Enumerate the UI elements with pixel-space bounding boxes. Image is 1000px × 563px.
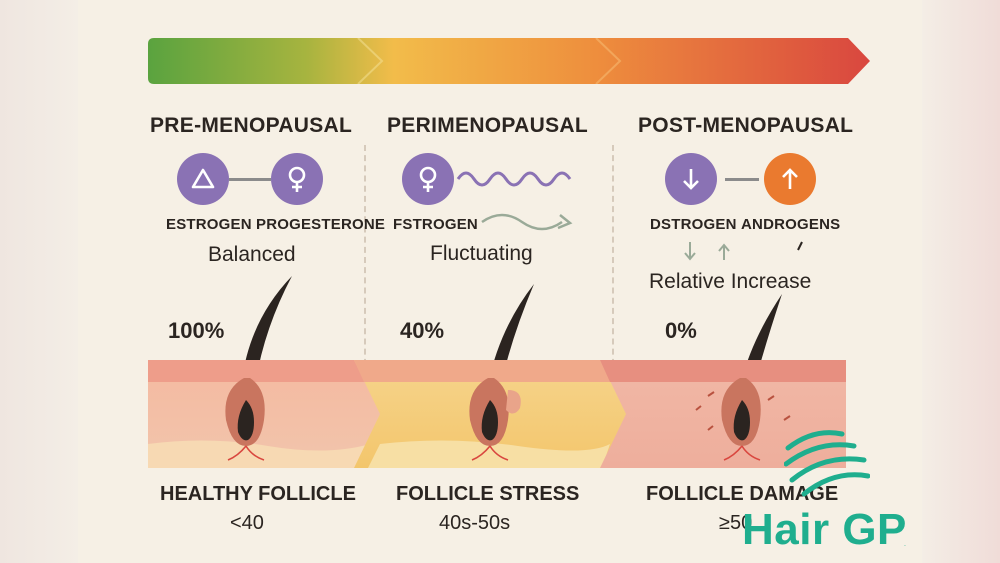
infographic-card xyxy=(78,0,922,563)
age-peri: 40s-50s xyxy=(439,512,511,534)
stage-divider xyxy=(612,145,614,375)
caption-healthy-follicle: HEALTHY FOLLICLE xyxy=(160,483,356,505)
caption-follicle-stress: FOLLICLE STRESS xyxy=(396,483,580,505)
triangle-icon xyxy=(177,153,229,205)
progress-gradient-bar xyxy=(148,38,870,84)
caption-follicle-damage: FOLLICLE DAMAGE xyxy=(646,483,839,505)
arrow-up-icon xyxy=(764,153,816,205)
skin-cross-section xyxy=(148,360,846,468)
fluctuation-arrow-icon xyxy=(481,213,573,231)
female-symbol-icon xyxy=(271,153,323,205)
right-edge-background xyxy=(920,0,1000,563)
age-pre: <40 xyxy=(230,512,264,534)
percent-pre: 100% xyxy=(168,318,225,343)
arrow-down-icon xyxy=(665,153,717,205)
state-balanced: Balanced xyxy=(208,243,296,266)
age-post: ≥50 xyxy=(719,512,753,534)
fluctuation-wave-icon xyxy=(456,171,572,187)
percent-post: 0% xyxy=(665,318,697,343)
state-fluctuating: Fluctuating xyxy=(430,242,533,265)
hair-gp-logo-icon xyxy=(784,430,870,497)
hormone-label-dstrogen: DSTROGEN xyxy=(650,216,737,233)
brand-mark: . xyxy=(904,541,906,548)
hormone-connector xyxy=(229,178,271,181)
brand-name: Hair GP xyxy=(742,505,907,554)
hormone-label-fstrogen: FSTROGEN xyxy=(393,216,478,233)
hormone-label-progesterone: PROGESTERONE xyxy=(256,216,386,233)
stage-title-peri: PERIMENOPAUSAL xyxy=(387,114,588,137)
hormone-label-estrogen: ESTROGEN xyxy=(166,216,252,233)
left-edge-background xyxy=(0,0,80,563)
female-symbol-icon xyxy=(402,153,454,205)
hormone-label-androgens: ANDROGENS xyxy=(741,216,841,233)
percent-peri: 40% xyxy=(400,318,445,343)
hormone-change-arrows xyxy=(684,241,803,261)
state-relative-increase: Relative Increase xyxy=(649,270,812,293)
stage-title-pre: PRE-MENOPAUSAL xyxy=(150,114,353,137)
stage-title-post: POST-MENOPAUSAL xyxy=(638,114,854,137)
hormone-connector xyxy=(725,178,759,181)
stage-divider xyxy=(364,145,366,375)
